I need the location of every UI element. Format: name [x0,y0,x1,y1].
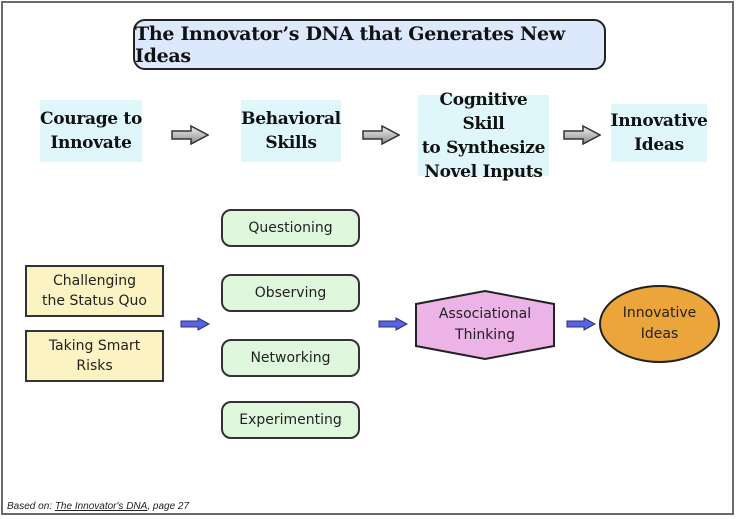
associational-thinking-hexagon [415,290,555,360]
courage-item-challenging: Challenging the Status Quo [25,265,164,317]
item-line: Taking Smart [48,338,141,354]
behavior-label: Experimenting [239,412,342,428]
behavior-experimenting: Experimenting [221,401,360,439]
stage-line: Courage to [40,109,143,129]
behavior-label: Questioning [248,220,333,236]
behavior-label: Networking [250,350,331,366]
blue-right-arrow-icon [378,317,408,331]
item-line: Risks [76,358,113,374]
oval-line: Ideas [640,326,679,342]
stage-line: Innovate [50,133,132,153]
title-text: The Innovator’s DNA that Generates New I… [135,22,565,67]
item-line: the Status Quo [42,293,147,309]
hex-line: Associational [438,306,532,322]
behavior-networking: Networking [221,339,360,377]
behavior-questioning: Questioning [221,209,360,247]
blue-right-arrow-icon [566,317,596,331]
source-footer: Based on: The Innovator's DNA, page 27 [7,501,189,512]
stage-courage: Courage to Innovate [40,100,142,162]
stage-line: Behavioral [241,109,341,129]
stage-line: Innovative [610,111,708,131]
gray-right-arrow-icon [171,125,209,145]
stage-line: Novel Inputs [424,161,543,182]
gray-right-arrow-icon [362,125,400,145]
gray-right-arrow-icon [563,125,601,145]
behavior-label: Observing [254,285,327,301]
blue-right-arrow-icon [180,317,210,331]
item-line: Challenging [52,273,136,289]
stage-line: Cognitive Skill [439,89,528,134]
hex-line: Thinking [455,327,515,343]
stage-line: to Synthesize [421,137,546,158]
stage-line: Skills [265,133,317,153]
footer-suffix: , page 27 [147,501,190,512]
behavior-observing: Observing [221,274,360,312]
oval-line: Innovative [622,305,697,321]
stage-line: Ideas [634,135,684,155]
footer-book-link[interactable]: The Innovator's DNA [54,501,148,512]
diagram-title: The Innovator’s DNA that Generates New I… [133,19,606,70]
footer-prefix: Based on: [7,501,55,512]
